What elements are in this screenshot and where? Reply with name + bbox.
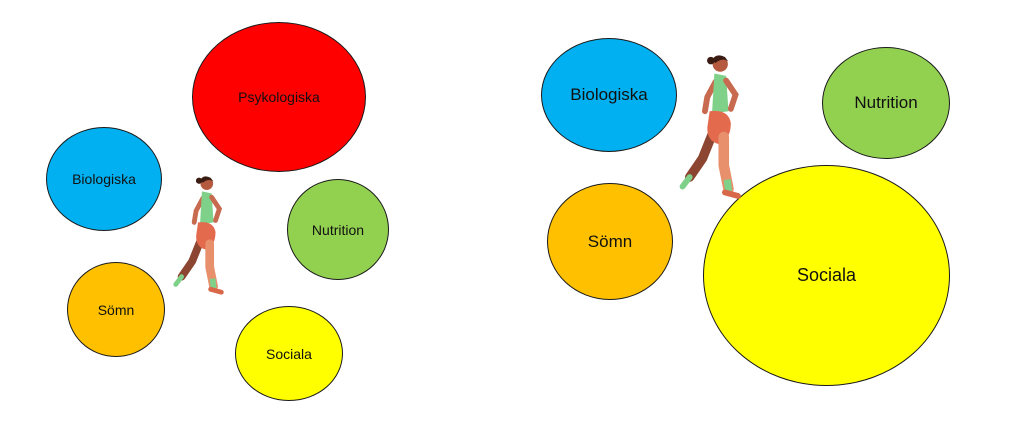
bubble-label: Sömn — [97, 301, 135, 318]
bubble-label: Nutrition — [311, 221, 365, 238]
bubble-label: Nutrition — [854, 93, 918, 112]
running-woman-icon — [679, 55, 741, 199]
bubble-label: Sociala — [266, 345, 312, 362]
bubble-label: Psykologiska — [238, 89, 320, 105]
bubble-sociala-right: Sociala — [703, 165, 950, 386]
bubble-somn-left: Sömn — [67, 262, 165, 357]
running-woman-icon — [173, 176, 224, 295]
bubble-label: Sociala — [796, 265, 857, 285]
bubble-biologiska-right: Biologiska — [541, 38, 677, 152]
bubble-biologiska-left: Biologiska — [46, 127, 162, 231]
bubble-label: Biologiska — [570, 85, 648, 104]
bubble-nutrition-left: Nutrition — [287, 179, 389, 280]
bubble-label: Sömn — [587, 231, 633, 251]
bubble-psykologiska-left: Psykologiska — [192, 22, 366, 172]
bubble-label: Biologiska — [72, 171, 136, 187]
bubble-sociala-left: Sociala — [235, 306, 343, 401]
bubble-somn-right: Sömn — [547, 183, 673, 300]
bubble-nutrition-right: Nutrition — [822, 47, 950, 159]
